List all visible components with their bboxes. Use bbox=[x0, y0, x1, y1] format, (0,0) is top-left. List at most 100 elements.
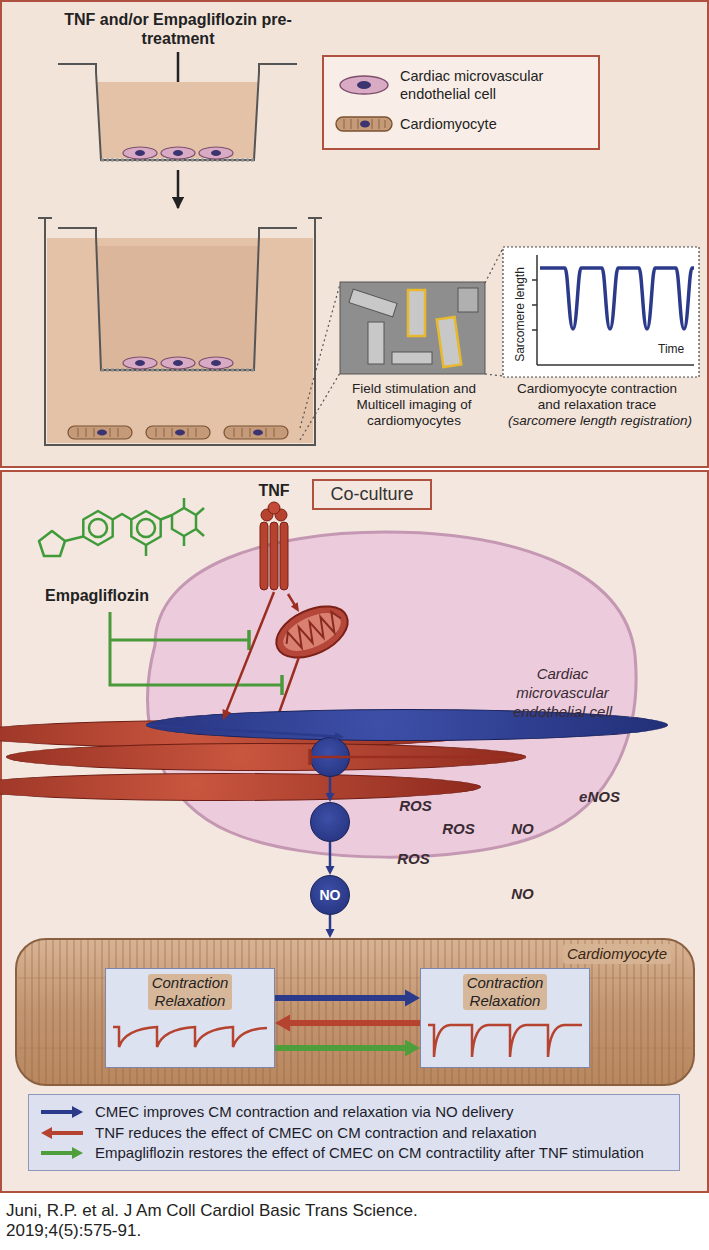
connector-line bbox=[329, 915, 332, 930]
cardiomyocyte-body bbox=[16, 939, 694, 1085]
microscope-image bbox=[340, 282, 485, 374]
inhibition-bar bbox=[280, 675, 284, 695]
no-circle: NO bbox=[310, 737, 350, 777]
stripe bbox=[304, 940, 305, 1084]
label-box: Time bbox=[658, 342, 698, 357]
ros-bubble: ROS bbox=[6, 743, 526, 771]
connector bbox=[275, 1015, 420, 1032]
mito-inner bbox=[278, 605, 347, 658]
legend-row: Empagliflozin restores the effect of CME… bbox=[39, 1143, 669, 1163]
stripe bbox=[87, 940, 88, 1084]
stripe bbox=[402, 940, 403, 1084]
stripe bbox=[297, 940, 298, 1084]
stripe bbox=[45, 940, 46, 1084]
label-box: Empagliflozin bbox=[45, 586, 185, 605]
arrow-head bbox=[335, 732, 344, 741]
node-text: ROS bbox=[358, 797, 473, 816]
well-medium bbox=[47, 238, 313, 443]
tnf-trimer bbox=[268, 502, 280, 514]
transwell-insert bbox=[58, 64, 297, 160]
caption: Juni, R.P. et al. J Am Coll Cardiol Basi… bbox=[6, 1201, 496, 1242]
trace-frame bbox=[503, 247, 699, 377]
cell-membrane bbox=[148, 532, 636, 857]
axis-label: Sarcomere length bbox=[513, 267, 528, 362]
stripe bbox=[360, 940, 361, 1084]
mito-outer bbox=[268, 596, 355, 668]
inhibition-bar bbox=[308, 749, 312, 765]
node-text: Cardiac microvascular endothelial cell bbox=[505, 665, 620, 721]
culture-well bbox=[45, 218, 315, 445]
label-text: Time bbox=[658, 342, 698, 357]
stripe bbox=[367, 940, 368, 1084]
mito-cristae bbox=[282, 609, 345, 652]
stripe bbox=[52, 940, 53, 1084]
stripe bbox=[101, 940, 102, 1084]
legend-arrow bbox=[39, 1105, 85, 1119]
stripe bbox=[73, 940, 74, 1084]
stripe bbox=[283, 940, 284, 1084]
stripe bbox=[318, 940, 319, 1084]
contraction-trace bbox=[111, 1017, 271, 1063]
stripe bbox=[374, 940, 375, 1084]
zoom-line bbox=[485, 248, 503, 283]
empagliflozin-inhibition bbox=[110, 612, 282, 685]
zoom-line bbox=[300, 284, 340, 428]
zoom-line bbox=[485, 374, 503, 376]
legend-text: TNF reduces the effect of CMEC on CM con… bbox=[95, 1123, 669, 1143]
label-text: Empagliflozin bbox=[45, 586, 185, 605]
legend-arrow bbox=[39, 1146, 85, 1160]
connector-line bbox=[310, 756, 526, 759]
connector-line bbox=[275, 995, 406, 1001]
connector-line bbox=[329, 842, 332, 867]
insert-medium bbox=[97, 246, 258, 368]
endothelial-cell-icon bbox=[340, 76, 388, 94]
label-text: Cardiomyocyte contraction and relaxation… bbox=[507, 381, 687, 413]
stripe bbox=[325, 940, 326, 1084]
receptor-chain bbox=[280, 522, 288, 590]
endothelial-cells bbox=[123, 147, 233, 159]
cardiomyocytes bbox=[68, 426, 288, 439]
mitochondrion bbox=[268, 596, 355, 668]
arrow-head bbox=[275, 1015, 290, 1032]
zoom-line bbox=[300, 373, 340, 440]
legend-text: Empagliflozin restores the effect of CME… bbox=[95, 1143, 669, 1163]
connector bbox=[223, 592, 274, 720]
stripe bbox=[682, 940, 683, 1084]
node-text: Co-culture bbox=[330, 484, 413, 505]
label-box: Cardiomyocyte contraction and relaxation… bbox=[507, 381, 687, 413]
legend-arrow bbox=[39, 1126, 85, 1140]
node-text: TNF bbox=[250, 482, 298, 500]
cardiomyocyte: CardiomyocyteContraction RelaxationContr… bbox=[15, 938, 695, 1086]
stripe bbox=[66, 940, 67, 1084]
connector bbox=[326, 915, 335, 938]
stripe bbox=[276, 940, 277, 1084]
empagliflozin-molecule bbox=[39, 498, 204, 556]
no-circle: NO bbox=[310, 875, 350, 915]
endothelial-cells bbox=[123, 357, 233, 369]
connector bbox=[326, 842, 335, 875]
label-box: TNF and/or Empagliflozin pre-treatment bbox=[58, 10, 298, 48]
well-rim bbox=[308, 217, 322, 219]
legend-arrow-head bbox=[72, 1106, 83, 1118]
contraction-box: Contraction Relaxation bbox=[105, 968, 275, 1068]
stripe bbox=[381, 940, 382, 1084]
sarcomere-stripes bbox=[15, 940, 695, 1084]
legend-arrow-head bbox=[41, 1127, 52, 1139]
stripe bbox=[38, 940, 39, 1084]
key-icons bbox=[324, 57, 400, 152]
transwell-insert bbox=[58, 228, 297, 370]
legend-box: CMEC improves CM contraction and relaxat… bbox=[28, 1094, 680, 1171]
connector bbox=[310, 749, 526, 765]
inhibition-bar bbox=[247, 630, 251, 650]
arrow-head bbox=[326, 929, 335, 938]
stripe bbox=[388, 940, 389, 1084]
legend-row: CMEC improves CM contraction and relaxat… bbox=[39, 1102, 669, 1122]
connector-line bbox=[226, 592, 274, 712]
stripe bbox=[409, 940, 410, 1084]
label-box: (sarcomere length registration) bbox=[497, 413, 703, 429]
stripe bbox=[675, 940, 676, 1084]
arrow-head bbox=[326, 793, 335, 802]
node-text: Cardiomyocyte bbox=[563, 944, 671, 964]
legend-row: TNF reduces the effect of CMEC on CM con… bbox=[39, 1123, 669, 1143]
